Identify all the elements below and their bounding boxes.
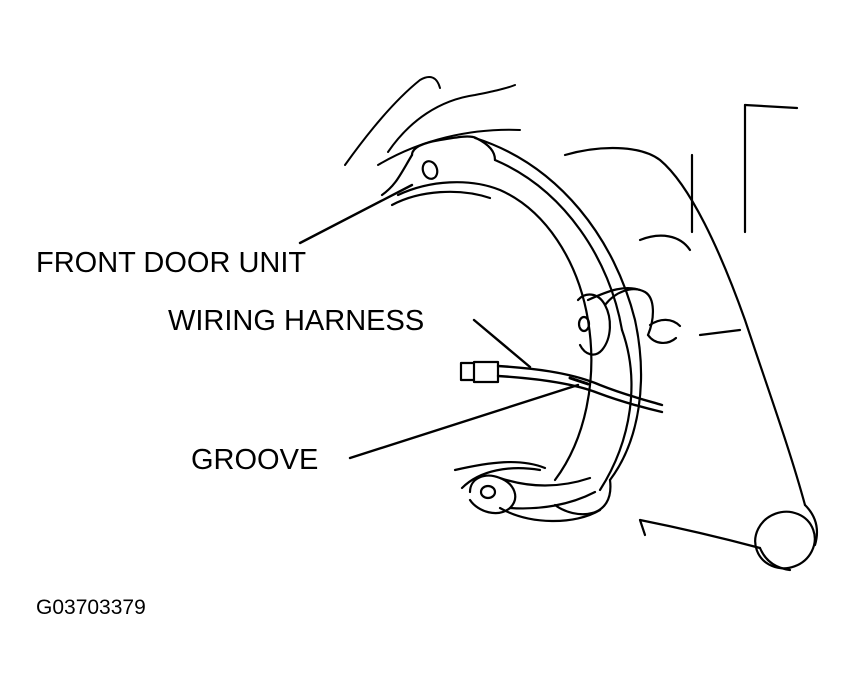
door-trim-lines (344, 75, 521, 166)
groove-leader (348, 383, 580, 460)
leader-lines (298, 183, 580, 460)
groove-label: GROOVE (191, 444, 319, 476)
front-door-unit-leader (298, 183, 414, 245)
speaker-housing (380, 135, 654, 523)
figure-id: G03703379 (36, 596, 146, 619)
wiring-harness-label: WIRING HARNESS (168, 305, 425, 337)
wiring-harness-cable (459, 360, 664, 414)
front-door-unit-label: FRONT DOOR UNIT (36, 247, 307, 279)
wiring-harness-leader (472, 318, 532, 369)
door-frame (563, 103, 819, 572)
